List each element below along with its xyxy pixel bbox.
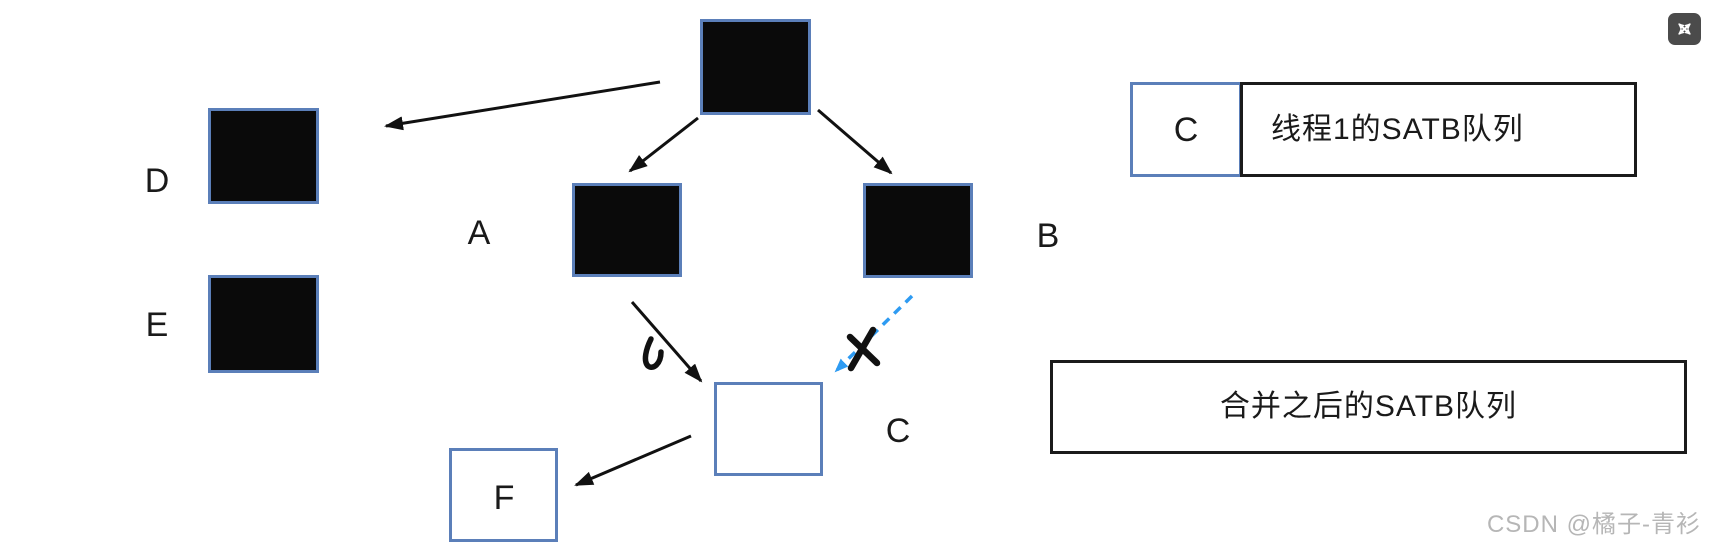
- node-root: [700, 19, 811, 115]
- node-c-label: C: [885, 412, 911, 450]
- x-mark-icon: [846, 326, 881, 372]
- node-e-label: E: [145, 306, 169, 344]
- legend-thread-queue-label: 线程1的SATB队列: [1271, 112, 1524, 146]
- node-b: [863, 183, 973, 278]
- node-c: [714, 382, 823, 476]
- legend-sample-letter: C: [1173, 110, 1199, 149]
- expand-button[interactable]: [1668, 13, 1701, 45]
- node-f-label: F: [493, 479, 515, 517]
- node-d-label: D: [144, 162, 170, 200]
- legend-sample-box: C: [1130, 82, 1242, 177]
- edge-root-to-a-arrow: [628, 116, 699, 173]
- edge-c-to-f-arrow: [574, 434, 692, 487]
- expand-icon: [1678, 23, 1691, 35]
- node-f: [449, 448, 558, 542]
- node-d: [208, 108, 319, 204]
- node-a-label: A: [467, 214, 491, 252]
- node-a: [572, 183, 682, 277]
- checkmark-icon: [642, 336, 664, 370]
- edge-a-to-c-arrow: [630, 301, 703, 383]
- legend-merged-queue-box: 合并之后的SATB队列: [1050, 360, 1687, 454]
- edge-b-to-c-dashed-arrow: [834, 294, 914, 373]
- edge-root-to-b-arrow: [817, 108, 893, 175]
- edge-root-to-d-arrow: [384, 80, 661, 131]
- legend-merged-queue-label: 合并之后的SATB队列: [1219, 390, 1518, 423]
- legend-thread-queue-box: 线程1的SATB队列: [1240, 82, 1637, 177]
- node-e: [208, 275, 319, 373]
- watermark-text: CSDN @橘子-青衫: [1486, 511, 1701, 538]
- node-b-label: B: [1036, 217, 1060, 255]
